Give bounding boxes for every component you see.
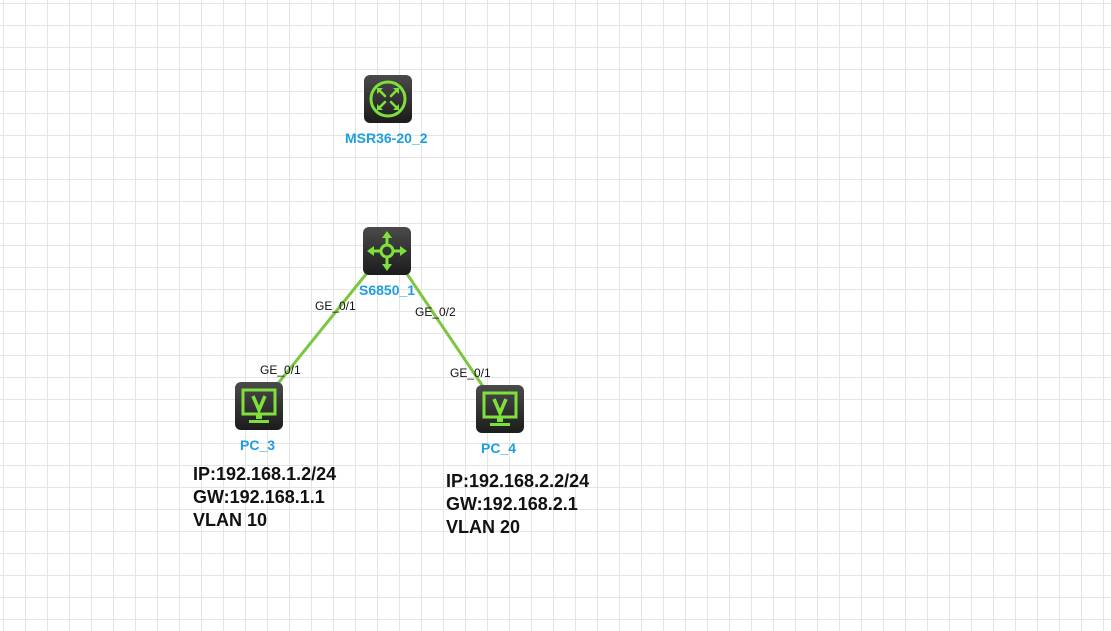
pc3-device[interactable] (234, 381, 284, 431)
pc3-gw-text: GW:192.168.1.1 (193, 487, 325, 507)
pc3-config-note: IP:192.168.1.2/24 GW:192.168.1.1 VLAN 10 (193, 463, 336, 532)
pc-monitor-icon (235, 382, 283, 430)
pc4-label[interactable]: PC_4 (481, 440, 517, 456)
port-label-s6850-ge01: GE_0/1 (315, 299, 356, 313)
switch-label[interactable]: S6850_1 (359, 282, 416, 298)
switch-device[interactable] (362, 226, 412, 276)
link-s6850-pc3[interactable] (274, 267, 373, 387)
pc4-config-note: IP:192.168.2.2/24 GW:192.168.2.1 VLAN 20 (446, 470, 589, 539)
pc4-vlan-text: VLAN 20 (446, 517, 521, 537)
pc4-ip-text: IP:192.168.2.2/24 (446, 471, 590, 491)
port-label-s6850-ge02: GE_0/2 (415, 305, 456, 319)
pc4-device[interactable] (475, 384, 525, 434)
pc-monitor-icon (476, 385, 524, 433)
link-s6850-pc4[interactable] (401, 267, 486, 389)
pc3-vlan-text: VLAN 10 (193, 510, 268, 530)
pc4-gw-text: GW:192.168.2.1 (446, 494, 578, 514)
port-label-pc3-ge01: GE_0/1 (260, 363, 301, 377)
pc3-label[interactable]: PC_3 (240, 437, 276, 453)
pc3-ip-text: IP:192.168.1.2/24 (193, 464, 337, 484)
port-label-pc4-ge01: GE_0/1 (450, 366, 491, 380)
switch-icon (363, 227, 411, 275)
router-device[interactable] (363, 74, 413, 124)
router-icon (364, 75, 412, 123)
router-label[interactable]: MSR36-20_2 (345, 130, 428, 146)
